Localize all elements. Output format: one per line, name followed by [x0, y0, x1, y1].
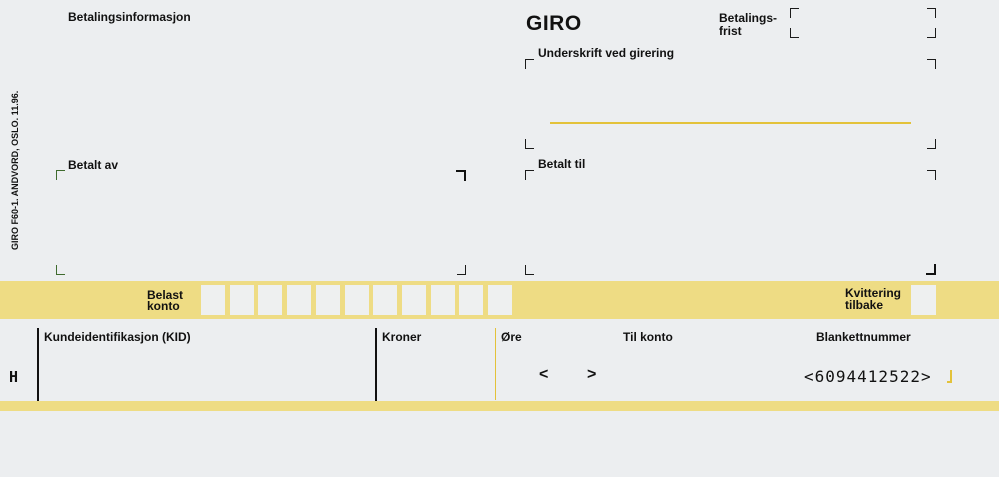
- belast-konto-label-line1: Belast: [147, 288, 184, 302]
- blankettnummer-value: <6094412522>: [804, 367, 932, 386]
- kid-field-divider: [37, 328, 39, 401]
- corner-mark: [525, 265, 534, 275]
- account-digit-box[interactable]: [315, 285, 340, 315]
- betalt-til-label: Betalt til: [538, 157, 586, 171]
- corner-mark: [525, 170, 534, 180]
- h-marker: H: [9, 368, 19, 386]
- til-konto-label: Til konto: [623, 330, 673, 344]
- bottom-band: [0, 401, 999, 411]
- corner-mark: [525, 139, 534, 149]
- betalingsfrist-label-line1: Betalings-: [719, 11, 778, 25]
- underskrift-field[interactable]: [525, 59, 936, 149]
- corner-mark: [790, 8, 799, 18]
- til-konto-left-arrow: <: [539, 366, 549, 383]
- kroner-label: Kroner: [382, 330, 422, 344]
- til-konto-right-arrow: >: [587, 366, 597, 383]
- account-digit-box[interactable]: [459, 285, 484, 315]
- corner-mark: [926, 264, 936, 275]
- kid-field[interactable]: [40, 345, 370, 399]
- account-digit-box[interactable]: [344, 285, 369, 315]
- betalingsfrist-field[interactable]: [790, 8, 936, 38]
- kvittering-checkbox[interactable]: [911, 285, 936, 315]
- betalt-av-field[interactable]: [56, 170, 466, 275]
- account-digit-box[interactable]: [258, 285, 283, 315]
- corner-mark: [456, 170, 466, 181]
- ore-field-divider: [495, 328, 496, 400]
- account-digit-box[interactable]: [488, 285, 512, 315]
- blankettnummer-mark: [947, 370, 952, 383]
- form-title: GIRO: [526, 12, 582, 35]
- account-digit-box[interactable]: [401, 285, 426, 315]
- corner-mark: [56, 265, 65, 275]
- account-digit-box[interactable]: [287, 285, 312, 315]
- corner-mark: [457, 265, 466, 275]
- kroner-field[interactable]: [378, 345, 490, 399]
- account-digit-box[interactable]: [430, 285, 455, 315]
- corner-mark: [927, 28, 936, 38]
- corner-mark: [927, 8, 936, 18]
- betalingsfrist-label-line2: frist: [719, 24, 742, 38]
- corner-mark: [927, 59, 936, 69]
- kvittering-label-line2: tilbake: [845, 298, 884, 312]
- account-digit-box[interactable]: [229, 285, 254, 315]
- corner-mark: [927, 139, 936, 149]
- corner-mark: [525, 59, 534, 69]
- signature-line: [550, 122, 911, 124]
- betalingsinformasjon-label: Betalingsinformasjon: [68, 10, 191, 24]
- ore-field[interactable]: [498, 345, 528, 399]
- corner-mark: [790, 28, 799, 38]
- betalt-til-field[interactable]: [525, 170, 936, 275]
- blankettnummer-label: Blankettnummer: [816, 330, 911, 344]
- kid-label: Kundeidentifikasjon (KID): [44, 330, 191, 344]
- account-digit-box[interactable]: [373, 285, 398, 315]
- belast-konto-label-line2: konto: [147, 299, 180, 313]
- corner-mark: [927, 170, 936, 180]
- account-digit-box[interactable]: [201, 285, 225, 315]
- til-konto-field[interactable]: [555, 365, 583, 387]
- kroner-field-divider: [375, 328, 377, 401]
- ore-label: Øre: [501, 330, 522, 344]
- kvittering-label-line1: Kvittering: [845, 286, 902, 300]
- corner-mark: [56, 170, 65, 180]
- betalt-av-label: Betalt av: [68, 158, 119, 172]
- form-code-text: GIRO F60-1. ANDVORD, OSLO. 11.96.: [10, 90, 20, 250]
- underskrift-label: Underskrift ved girering: [538, 46, 675, 60]
